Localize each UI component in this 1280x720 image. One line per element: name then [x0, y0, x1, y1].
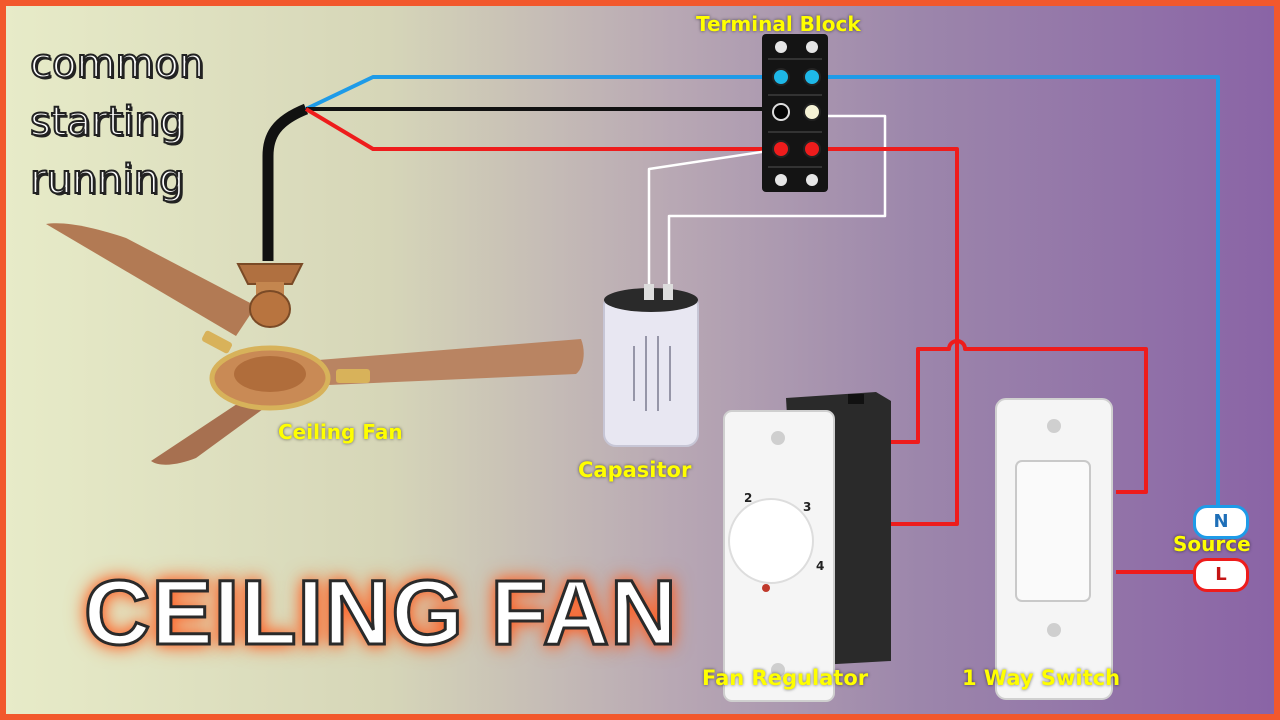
- switch-label: 1 Way Switch: [962, 666, 1121, 690]
- main-title: CEILING FAN: [83, 561, 679, 666]
- legend-running: running: [29, 156, 185, 204]
- wire-regulator-switch: [891, 339, 1148, 494]
- fan-blade-right: [306, 339, 584, 386]
- regulator-mark-2: 2: [744, 491, 753, 505]
- fan-bracket: [336, 369, 370, 383]
- terminal-running-right: [803, 140, 821, 158]
- wire-legend: common starting running: [29, 36, 205, 210]
- capacitor: [603, 284, 699, 447]
- wires: [304, 75, 1220, 574]
- fan-cable: [262, 103, 309, 261]
- wire-neutral-fan: [305, 75, 781, 111]
- regulator-knob: [728, 498, 814, 584]
- fan-blade-left: [46, 223, 256, 336]
- terminal-block-label: Terminal Block: [696, 12, 861, 36]
- legend-starting: starting: [29, 98, 186, 146]
- capacitor-label: Capasitor: [578, 458, 692, 482]
- fan-blade-bottom: [151, 398, 274, 465]
- fan-bracket: [201, 330, 233, 354]
- legend-common: common: [29, 40, 205, 88]
- fan-motor-cap: [234, 356, 306, 392]
- wire-capacitor-a: [647, 147, 782, 284]
- terminal-block: [762, 34, 828, 192]
- capacitor-body: [603, 293, 699, 447]
- ceiling-fan-label: Ceiling Fan: [278, 420, 403, 444]
- wire-neutral-source: [812, 75, 1220, 506]
- terminal-neutral-left: [772, 68, 790, 86]
- fan-regulator: [723, 392, 891, 702]
- wire-running: [304, 107, 781, 151]
- wire-capacitor-b: [667, 114, 887, 284]
- source-neutral-terminal: N: [1193, 505, 1249, 539]
- ceiling-fan: [46, 103, 584, 465]
- one-way-switch: [995, 398, 1113, 700]
- terminal-running-left: [772, 140, 790, 158]
- regulator-mark-4: 4: [816, 559, 825, 573]
- fan-canopy: [236, 263, 304, 285]
- wire-regulator-out: [812, 147, 959, 526]
- wiring-diagram: [46, 34, 1220, 702]
- switch-rocker: [1015, 460, 1091, 602]
- source-live-terminal: L: [1193, 558, 1249, 592]
- regulator-indicator: [762, 584, 770, 592]
- fan-coupler: [249, 290, 291, 328]
- regulator-mark-3: 3: [803, 500, 812, 514]
- terminal-common-left: [772, 103, 790, 121]
- terminal-common-right: [803, 103, 821, 121]
- terminal-neutral-right: [803, 68, 821, 86]
- fan-regulator-label: Fan Regulator: [702, 666, 869, 690]
